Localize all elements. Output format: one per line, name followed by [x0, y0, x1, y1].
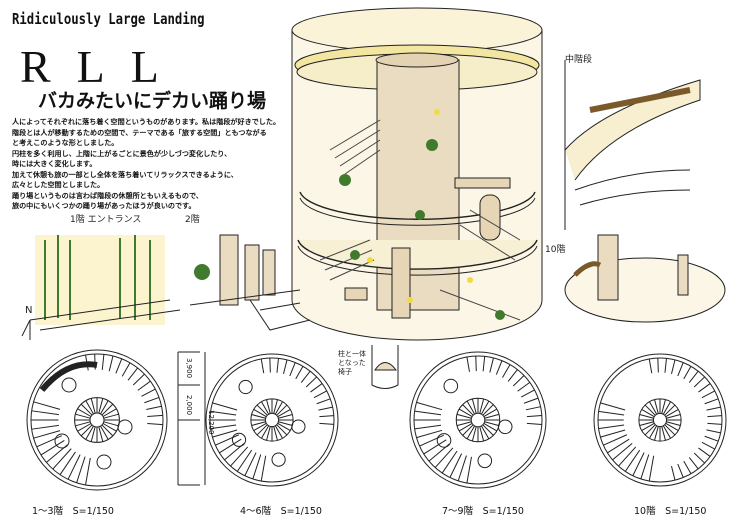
floor-plan: [26, 349, 168, 491]
description-line: 人によってそれぞれに落ち着く空間というものがあります。私は階段が好きでした。: [12, 117, 281, 126]
description-line: 旅の中にもいくつかの踊り場があったほうが良いのです。: [12, 201, 196, 211]
north-arrow-icon: [21, 319, 31, 340]
label-entrance: 1階 エントランス: [70, 215, 142, 225]
label-floor2: 2階: [185, 215, 200, 225]
plan-label-10: 10階 S=1/150: [634, 506, 707, 517]
description-line: 階段とは人が移動するための空間で、テーマである「旅する空間」ともつながる: [12, 127, 267, 137]
floor-plan: [593, 353, 727, 487]
description-line: 円柱を多く利用し、上階に上がるごとに景色が少しづつ変化したり、: [12, 148, 232, 158]
dimension-lines: [177, 351, 206, 486]
floor-plan: [409, 351, 547, 489]
dimension-value: 12,200: [207, 410, 215, 435]
sketch-middle-stairs: [564, 60, 701, 230]
sketch-chair: [371, 345, 399, 389]
subtitle-japanese: バカみたいにデカい踊り場: [38, 90, 267, 112]
label-north: N: [25, 305, 33, 316]
sketch-floor10: [564, 234, 726, 323]
dimension-value: 2,000: [185, 395, 193, 416]
plan-label-1-3: 1～3階 S=1/150: [32, 506, 114, 517]
description-line: 加えて休憩も旅の一部とし全体を落ち着いてリラックスできるように、: [12, 169, 238, 179]
label-chair-note: 柱と一体となった椅子: [338, 350, 366, 376]
plan-label-4-6: 4～6階 S=1/150: [240, 506, 322, 517]
floor-plan: [205, 353, 339, 487]
subtitle-english: Ridiculously Large Landing: [12, 10, 205, 28]
label-floor10: 10階: [545, 245, 566, 255]
sketch-floor2: [189, 234, 311, 331]
description-line: 時には大きく変化します。: [12, 159, 97, 169]
description: 人によってそれぞれに落ち着く空間というものがあります。私は階段が好きでした。 階…: [12, 117, 280, 212]
description-line: 踊り場というものは言わば階段の休憩所ともいえるもので、: [12, 190, 203, 200]
dimension-value: 3,900: [185, 358, 193, 379]
project-title: RLL: [20, 41, 185, 92]
description-line: 広々とした空間としました。: [12, 180, 105, 190]
plan-label-7-9: 7～9階 S=1/150: [442, 506, 524, 517]
label-middle-stairs: 中階段: [565, 55, 593, 65]
section-perspective: [291, 7, 543, 341]
sketch-entrance: [29, 235, 181, 331]
description-line: と考えこのような形としました。: [12, 138, 119, 148]
